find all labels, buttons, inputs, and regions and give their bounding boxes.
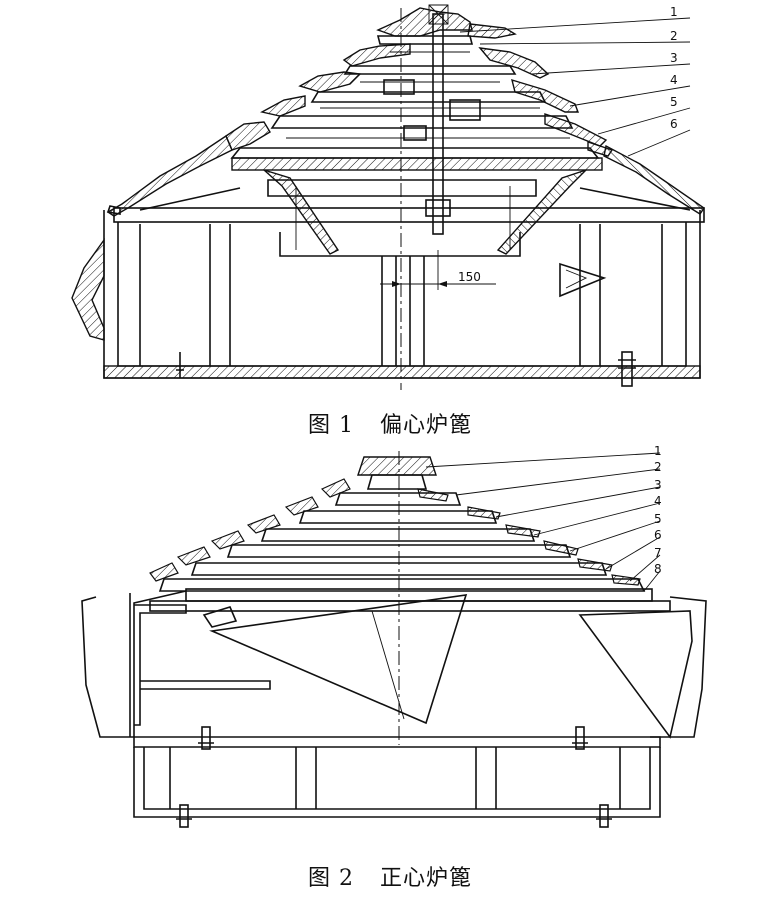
figure-1-svg: 150 1 2 3 4 5 6 <box>71 4 705 390</box>
inner-hopper <box>263 169 587 257</box>
figure-1-eccentric-grate-drawing: 150 1 2 3 4 5 6 <box>0 0 780 395</box>
part2-number-3: 3 <box>654 478 662 492</box>
figure-2-centered-grate-drawing: 1 2 3 4 5 6 7 8 <box>0 445 780 830</box>
part-number-3: 3 <box>670 51 678 65</box>
part-number-5: 5 <box>670 95 678 109</box>
central-shaft <box>425 4 451 235</box>
figure-1-caption: 图 1 偏心炉篦 <box>0 407 780 439</box>
part2-number-5: 5 <box>654 512 662 526</box>
eccentricity-dimension: 150 <box>380 250 496 290</box>
figure-2-caption: 图 2 正心炉篦 <box>0 860 780 892</box>
base-ring <box>113 157 705 223</box>
anchor-bolts <box>176 351 636 387</box>
lower-frame <box>133 747 661 818</box>
part-leaders-2: 1 2 3 4 5 6 7 8 <box>425 445 662 592</box>
dimension-150-label: 150 <box>458 270 481 284</box>
top-cap <box>357 456 437 476</box>
part2-number-2: 2 <box>654 460 662 474</box>
grate-cone-layers <box>225 7 614 157</box>
outer-box-frame <box>71 210 701 379</box>
figure-2-title: 正心炉篦 <box>379 866 472 891</box>
grate-rings <box>149 474 646 592</box>
anchor-bolts-2 <box>176 726 612 828</box>
part2-number-4: 4 <box>654 494 662 508</box>
part-number-1: 1 <box>670 5 678 19</box>
part-number-6: 6 <box>670 117 678 131</box>
part2-number-7: 7 <box>654 546 662 560</box>
figure-2-number: 图 2 <box>307 866 354 891</box>
figure-2-svg: 1 2 3 4 5 6 7 8 <box>81 445 707 828</box>
part2-number-8: 8 <box>654 562 662 576</box>
part-number-4: 4 <box>670 73 678 87</box>
part-leaders: 1 2 3 4 5 6 <box>459 5 691 157</box>
part-number-2: 2 <box>670 29 678 43</box>
blades <box>202 594 693 739</box>
part2-number-1: 1 <box>654 445 662 458</box>
figure-1-title: 偏心炉篦 <box>379 413 472 438</box>
grate-steps <box>230 35 600 159</box>
figure-1-number: 图 1 <box>307 413 354 438</box>
part2-number-6: 6 <box>654 528 662 542</box>
